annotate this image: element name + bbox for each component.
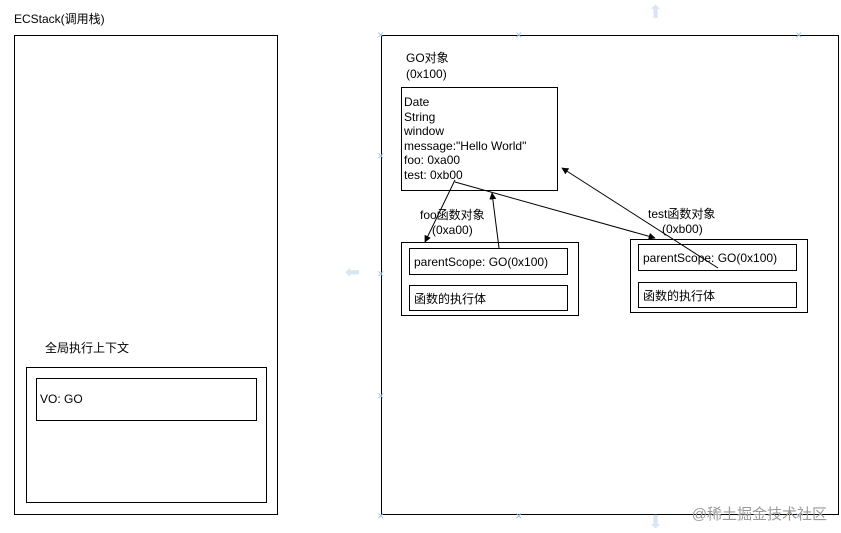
- go-prop: message:"Hello World": [404, 138, 527, 153]
- vo-box[interactable]: VO: GO: [36, 378, 257, 421]
- test-body-box[interactable]: 函数的执行体: [638, 282, 797, 308]
- resize-handle-icon[interactable]: ✕: [795, 511, 803, 521]
- foo-body-box[interactable]: 函数的执行体: [409, 285, 568, 311]
- test-pointer-arrow: [454, 181, 656, 240]
- test-scope-arrow: [561, 167, 719, 269]
- test-body: 函数的执行体: [643, 289, 716, 303]
- ecstack-title: ECStack(调用栈): [14, 12, 105, 26]
- go-object-props: Date String window message:"Hello World"…: [404, 95, 526, 182]
- go-object-title: GO对象: [406, 51, 449, 65]
- go-prop: Date: [404, 95, 430, 109]
- go-prop: test: 0xb00: [404, 167, 463, 182]
- resize-handle-icon[interactable]: ✕: [795, 30, 803, 40]
- go-object-box[interactable]: [401, 87, 558, 191]
- test-parent-scope: parentScope: GO(0x100): [643, 251, 778, 265]
- resize-handle-icon[interactable]: ✕: [377, 511, 385, 521]
- resize-handle-icon[interactable]: ✕: [377, 391, 385, 401]
- resize-handle-icon[interactable]: ✕: [377, 151, 385, 161]
- test-fn-title: test函数对象: [648, 207, 716, 221]
- go-prop: String: [404, 109, 436, 124]
- resize-handle-icon[interactable]: ✕: [515, 511, 523, 521]
- watermark: @稀土掘金技术社区: [691, 506, 827, 523]
- foo-parent-scope-box[interactable]: parentScope: GO(0x100): [409, 248, 568, 275]
- foo-pointer-arrow: [424, 179, 456, 243]
- connect-up-arrow-icon[interactable]: ⬆: [648, 2, 664, 22]
- test-fn-address: (0xb00): [662, 222, 703, 236]
- foo-scope-arrow: [489, 192, 500, 249]
- resize-handle-icon[interactable]: ✕: [515, 30, 523, 40]
- connect-down-arrow-icon[interactable]: ⬇: [648, 512, 664, 532]
- go-prop: window: [404, 124, 445, 138]
- resize-handle-icon[interactable]: ✕: [377, 269, 385, 279]
- foo-parent-scope: parentScope: GO(0x100): [414, 255, 549, 269]
- connect-left-arrow-icon[interactable]: ⬅: [345, 262, 361, 282]
- global-context-title: 全局执行上下文: [45, 341, 130, 355]
- go-object-address: (0x100): [406, 67, 447, 81]
- vo-label: VO: GO: [40, 392, 83, 406]
- resize-handle-icon[interactable]: ✕: [377, 30, 385, 40]
- foo-body: 函数的执行体: [414, 292, 487, 306]
- go-prop: foo: 0xa00: [404, 153, 461, 167]
- test-parent-scope-box[interactable]: parentScope: GO(0x100): [638, 244, 797, 271]
- foo-fn-address: (0xa00): [432, 223, 473, 237]
